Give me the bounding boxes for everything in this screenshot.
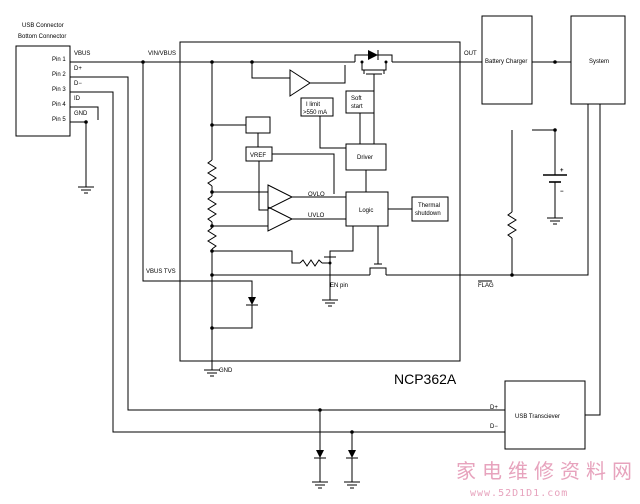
ground-symbol — [78, 186, 94, 194]
power-switch — [354, 50, 393, 85]
signal-vbus: VBUS — [74, 51, 90, 57]
soft-start-block: Soft start — [345, 90, 375, 114]
system-block: System — [570, 15, 626, 105]
battery-charger-block: Battery Charger — [481, 15, 533, 105]
driver-label: Driver — [357, 155, 373, 161]
usb-transceiver-label: USB Transciever — [515, 414, 560, 420]
vin-label: VIN/VBUS — [148, 51, 176, 57]
logic-block: Logic — [345, 191, 389, 227]
flag-label: FLAG — [478, 283, 494, 289]
thermal-line1: Thermal — [418, 203, 440, 209]
logic-label: Logic — [359, 208, 373, 214]
pin1-label: Pin 1 — [52, 57, 66, 63]
signal-id: ID — [74, 96, 81, 102]
thermal-line2: shutdown — [415, 211, 441, 217]
system-label: System — [589, 59, 609, 65]
pin5-label: Pin 5 — [52, 117, 66, 123]
pin3-label: Pin 3 — [52, 87, 66, 93]
battery-charger-label: Battery Charger — [485, 59, 527, 65]
watermark-url: www.52D1D1.com — [470, 488, 568, 499]
thermal-shutdown-block: Thermal shutdown — [411, 196, 449, 222]
en-pin-label: EN pin — [330, 283, 348, 289]
battery-plus: + — [560, 168, 564, 174]
esd-diode-dminus — [346, 450, 358, 459]
vbus-tvs-diode — [246, 297, 258, 306]
ovlo-comparator: OVLO — [267, 184, 325, 210]
soft-start-line1: Soft — [351, 96, 362, 102]
ilimit-line1: I limit — [306, 102, 320, 108]
ilimit-block: I limit >550 mA — [300, 97, 334, 117]
vbus-tvs-label: VBUS TVS — [146, 269, 176, 275]
connector-title-1: USB Connector — [22, 23, 64, 29]
vref-label: VREF — [250, 153, 266, 159]
connector-title-2: Bottom Connector — [18, 34, 66, 40]
ncp362a-ic: NCP362A VIN/VBUS OUT GND VBUS TVS EN pin… — [146, 41, 494, 387]
signal-dminus: D− — [74, 81, 82, 87]
signal-dplus: D+ — [74, 66, 82, 72]
ilimit-line2: >550 mA — [303, 110, 327, 116]
pin4-label: Pin 4 — [52, 102, 66, 108]
uvlo-label: UVLO — [308, 213, 325, 219]
watermark: 家电维修资料网 www.52D1D1.com — [456, 459, 638, 499]
usb-transceiver-block: USB Transciever — [504, 380, 586, 450]
pin2-label: Pin 2 — [52, 72, 66, 78]
ovlo-label: OVLO — [308, 192, 325, 198]
watermark-text: 家电维修资料网 — [456, 459, 638, 483]
ic-name: NCP362A — [394, 371, 457, 387]
dminus-label: D− — [490, 424, 498, 430]
uvlo-comparator: UVLO — [267, 206, 325, 232]
out-label: OUT — [464, 51, 477, 57]
driver-block: Driver — [345, 143, 387, 171]
esd-diode-dplus — [314, 450, 326, 459]
gnd-label: GND — [219, 368, 233, 374]
dplus-label: D+ — [490, 405, 498, 411]
soft-start-line2: start — [351, 104, 363, 110]
usb-connector: USB Connector Bottom Connector Pin 1 Pin… — [15, 23, 90, 137]
battery-minus: − — [560, 189, 564, 195]
signal-gnd: GND — [74, 111, 88, 117]
vref-block: VREF — [212, 116, 273, 162]
